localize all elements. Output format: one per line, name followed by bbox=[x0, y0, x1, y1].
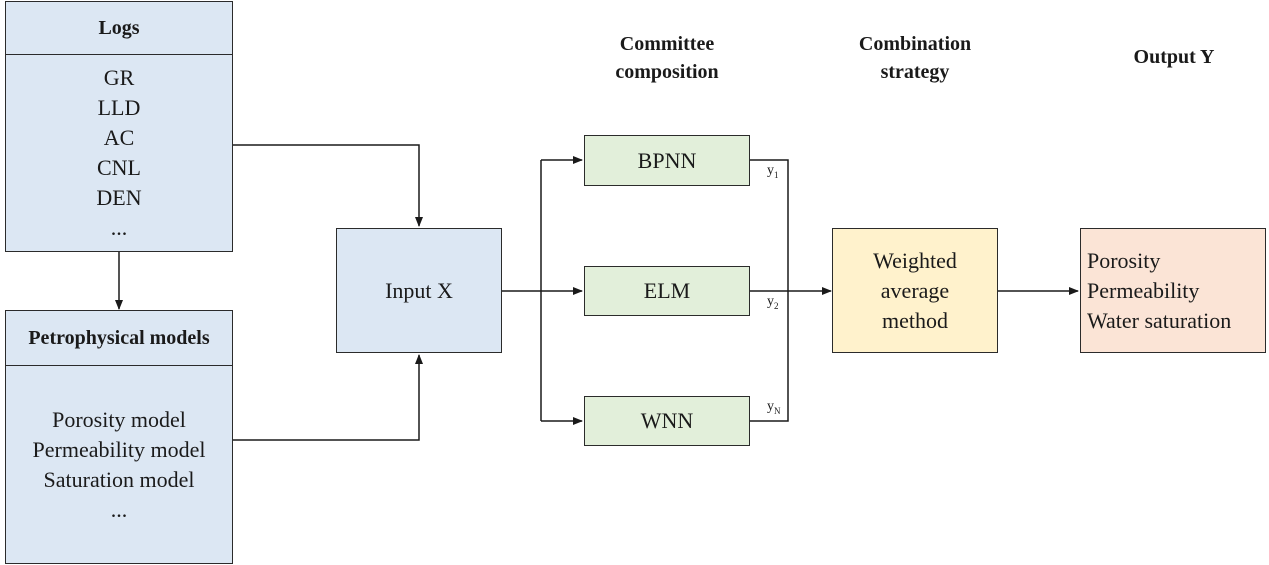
petro-item: Permeability model bbox=[32, 436, 206, 462]
log-item: AC bbox=[103, 125, 135, 150]
log-item: LLD bbox=[97, 95, 141, 120]
output-line: Water saturation bbox=[1087, 307, 1232, 333]
committee-title: Committee composition bbox=[615, 33, 719, 83]
petrophysical-models-box: Petrophysical models Porosity model Perm… bbox=[5, 310, 233, 564]
bpnn-label: BPNN bbox=[637, 147, 697, 173]
wnn-box: WNN bbox=[584, 396, 750, 446]
petro-list: Porosity model Permeability model Satura… bbox=[6, 366, 232, 563]
log-item: CNL bbox=[97, 155, 141, 180]
elm-box: ELM bbox=[584, 266, 750, 316]
wnn-label: WNN bbox=[640, 408, 694, 433]
output-title: Output Y bbox=[1133, 46, 1215, 68]
elm-label: ELM bbox=[643, 278, 691, 303]
petro-item: Saturation model bbox=[43, 466, 195, 492]
y1-label: y1 bbox=[767, 163, 779, 180]
combination-line: Weighted bbox=[873, 247, 957, 273]
petro-title: Petrophysical models bbox=[6, 311, 232, 366]
yn-label: yN bbox=[767, 399, 781, 416]
log-item: DEN bbox=[96, 185, 142, 210]
combination-title: Combination strategy bbox=[858, 33, 972, 83]
output-box: Porosity Permeability Water saturation bbox=[1080, 228, 1266, 353]
output-line: Permeability bbox=[1087, 277, 1200, 303]
logs-list: GR LLD AC CNL DEN ... bbox=[6, 55, 232, 251]
logs-title: Logs bbox=[6, 2, 232, 55]
input-x-label: Input X bbox=[385, 277, 453, 303]
logs-box: Logs GR LLD AC CNL DEN ... bbox=[5, 1, 233, 252]
log-item: GR bbox=[103, 65, 135, 90]
arrow-petro-to-input bbox=[233, 354, 423, 441]
combination-line: method bbox=[882, 307, 948, 333]
arrow-logs-to-input bbox=[233, 144, 423, 227]
petro-item: Porosity model bbox=[52, 406, 186, 432]
combination-line: average bbox=[880, 277, 950, 303]
weighted-average-box: Weighted average method bbox=[832, 228, 998, 353]
bpnn-box: BPNN bbox=[584, 135, 750, 186]
input-x-box: Input X bbox=[336, 228, 502, 353]
petro-item: ... bbox=[110, 496, 128, 522]
output-line: Porosity bbox=[1087, 247, 1161, 273]
y2-label: y2 bbox=[767, 294, 779, 311]
log-item: ... bbox=[110, 215, 128, 240]
